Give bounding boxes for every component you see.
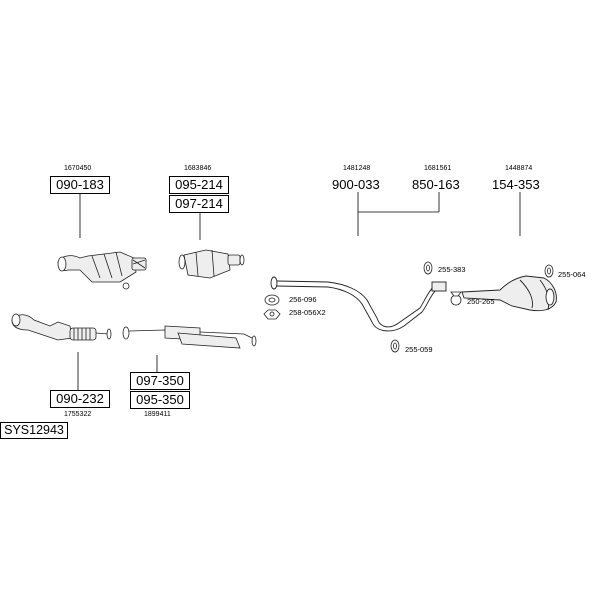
part-number-box[interactable]: 090-183 bbox=[50, 176, 110, 194]
system-code-box: SYS12943 bbox=[0, 422, 68, 439]
part-number[interactable]: 900-033 bbox=[332, 177, 380, 192]
part-number-box[interactable]: 095-350 bbox=[130, 391, 190, 409]
rubber-mount-icon bbox=[390, 339, 400, 353]
small-part-label[interactable]: 255-059 bbox=[405, 345, 433, 354]
ref-number: 1448874 bbox=[505, 165, 533, 172]
ref-number: 1670450 bbox=[64, 165, 92, 172]
small-part-label[interactable]: 250-265 bbox=[467, 297, 495, 306]
small-part-label[interactable]: 255-064 bbox=[558, 270, 586, 279]
ref-number: 1681561 bbox=[424, 165, 452, 172]
rubber-mount-icon bbox=[544, 264, 554, 278]
ref-number: 1755322 bbox=[64, 411, 92, 418]
gasket-icon bbox=[264, 294, 280, 306]
front-catalyst-drawing bbox=[57, 251, 147, 290]
rear-pipe-drawing bbox=[270, 276, 447, 332]
part-number-box[interactable]: 097-350 bbox=[130, 372, 190, 390]
rubber-mount-icon bbox=[423, 261, 433, 275]
ref-number: 1481248 bbox=[343, 165, 371, 172]
ref-number: 1683846 bbox=[184, 165, 212, 172]
part-number[interactable]: 850-163 bbox=[412, 177, 460, 192]
nut-icon bbox=[263, 309, 281, 320]
rear-muffler-drawing bbox=[461, 275, 557, 312]
ref-number: 1899411 bbox=[144, 411, 171, 418]
part-number[interactable]: 154-353 bbox=[492, 177, 540, 192]
center-pipe-drawing bbox=[122, 325, 257, 349]
front-pipe-drawing bbox=[11, 313, 112, 341]
part-number-box[interactable]: 090-232 bbox=[50, 390, 110, 408]
small-part-label[interactable]: 258-056X2 bbox=[289, 308, 326, 317]
part-number-box[interactable]: 095-214 bbox=[169, 176, 229, 194]
part-number-box[interactable]: 097-214 bbox=[169, 195, 229, 213]
small-part-label[interactable]: 256-096 bbox=[289, 295, 317, 304]
small-part-label[interactable]: 255-383 bbox=[438, 265, 466, 274]
clamp-icon bbox=[450, 291, 462, 306]
particle-filter-drawing bbox=[178, 249, 245, 279]
